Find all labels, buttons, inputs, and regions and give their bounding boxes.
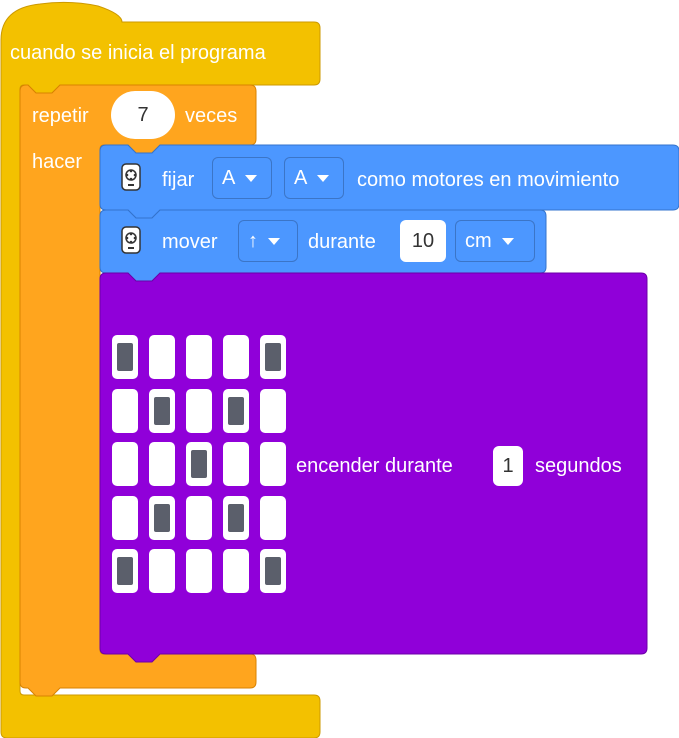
motor-right-value: A — [294, 167, 308, 189]
led-cell[interactable] — [260, 442, 286, 486]
led-cell[interactable] — [149, 388, 175, 433]
repeat-times-label: veces — [185, 105, 238, 127]
robot-remote-icon — [121, 226, 141, 254]
led-cell[interactable] — [260, 495, 286, 540]
chevron-down-icon — [268, 237, 280, 245]
motor-left-dropdown[interactable]: A — [212, 157, 272, 199]
display-label: encender durante — [296, 455, 453, 477]
start-block-label: cuando se inicia el programa — [10, 42, 266, 64]
display-seconds-label: segundos — [535, 455, 622, 477]
led-cell[interactable] — [260, 388, 286, 433]
led-on-indicator — [265, 343, 281, 371]
led-cell[interactable] — [112, 495, 138, 540]
motor-left-value: A — [222, 167, 236, 189]
led-cell[interactable] — [149, 442, 175, 486]
led-on-indicator — [265, 557, 281, 585]
led-cell[interactable] — [112, 442, 138, 486]
led-cell[interactable] — [112, 388, 138, 433]
chevron-down-icon — [501, 237, 514, 245]
led-cell[interactable] — [149, 549, 175, 593]
repeat-do-label: hacer — [32, 151, 83, 173]
led-cell[interactable] — [149, 335, 175, 379]
led-cell[interactable] — [223, 442, 249, 486]
repeat-count-value: 7 — [137, 103, 149, 126]
led-cell[interactable] — [112, 335, 138, 379]
led-on-indicator — [191, 450, 207, 478]
led-on-indicator — [117, 343, 133, 371]
led-cell[interactable] — [223, 549, 249, 593]
led-matrix[interactable] — [112, 335, 286, 593]
direction-value: ↑ — [248, 230, 258, 252]
led-on-indicator — [117, 557, 133, 585]
direction-dropdown[interactable]: ↑ — [238, 220, 298, 262]
led-cell[interactable] — [186, 495, 212, 540]
led-cell[interactable] — [223, 335, 249, 379]
led-cell[interactable] — [186, 549, 212, 593]
led-cell[interactable] — [223, 495, 249, 540]
unit-value: cm — [465, 230, 492, 252]
chevron-down-icon — [317, 174, 330, 182]
led-on-indicator — [228, 503, 244, 532]
led-cell[interactable] — [260, 335, 286, 379]
led-on-indicator — [228, 396, 244, 425]
robot-remote-icon — [121, 163, 141, 191]
seconds-value: 1 — [502, 454, 514, 477]
motor-right-dropdown[interactable]: A — [284, 157, 344, 199]
led-cell[interactable] — [186, 335, 212, 379]
led-cell[interactable] — [186, 388, 212, 433]
led-cell[interactable] — [149, 495, 175, 540]
led-cell[interactable] — [223, 388, 249, 433]
set-motors-label: fijar — [162, 169, 195, 191]
move-label: mover — [162, 231, 218, 253]
led-cell[interactable] — [260, 549, 286, 593]
repeat-label: repetir — [32, 105, 89, 127]
chevron-down-icon — [245, 174, 258, 182]
repeat-count-input[interactable]: 7 — [111, 91, 175, 139]
led-on-indicator — [154, 396, 170, 425]
distance-input[interactable]: 10 — [400, 220, 446, 262]
led-on-indicator — [154, 503, 170, 532]
seconds-input[interactable]: 1 — [493, 446, 523, 486]
move-during-label: durante — [308, 231, 376, 253]
led-cell[interactable] — [112, 549, 138, 593]
led-cell[interactable] — [186, 442, 212, 486]
distance-value: 10 — [411, 229, 435, 252]
unit-dropdown[interactable]: cm — [455, 220, 535, 262]
set-motors-suffix-label: como motores en movimiento — [357, 169, 620, 191]
